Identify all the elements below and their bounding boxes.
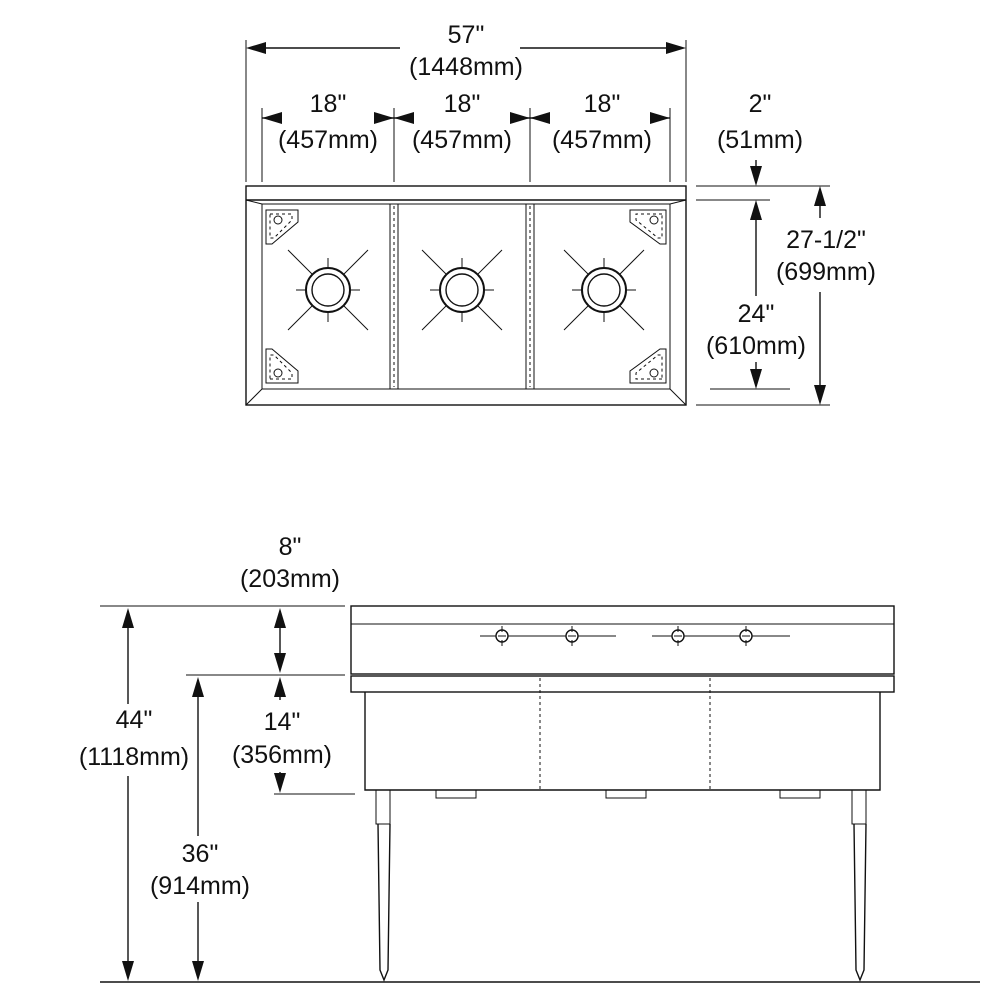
faucet-holes — [480, 625, 790, 647]
bowl-depth-inch-label: 24" — [738, 300, 775, 328]
corner-bracket-bottom-left-icon — [265, 348, 299, 384]
bowl-1-drain-icon — [287, 249, 369, 331]
faucet-hole-4-icon — [739, 625, 753, 647]
elevation-view: 8" (203mm) 14" (356mm) 44" (1118mm) — [79, 533, 980, 983]
elevation-bowl-depth-mm-label: (356mm) — [232, 741, 332, 769]
bowl-2-drain-icon — [421, 249, 503, 331]
corner-bracket-top-right-icon — [629, 209, 667, 245]
bowl-3-width-inch-label: 18" — [584, 90, 621, 118]
overall-height-inch-label: 44" — [116, 706, 153, 734]
rim-height-dimension: 36" (914mm) — [150, 677, 250, 981]
bowl-2-width-inch-label: 18" — [444, 90, 481, 118]
elevation-bowl-depth-inch-label: 14" — [264, 708, 301, 736]
bowl-1-width-inch-label: 18" — [310, 90, 347, 118]
backsplash-depth-mm-label: (51mm) — [717, 126, 803, 154]
overall-depth-mm-label: (699mm) — [776, 258, 876, 286]
faucet-hole-2-icon — [565, 625, 579, 647]
overall-width-inch-label: 57" — [448, 21, 485, 49]
plan-view: 57" (1448mm) 18" (457mm) 18" (457mm) 18"… — [245, 21, 876, 406]
sink-plan-outline — [245, 185, 687, 406]
overall-height-dimension: 44" (1118mm) — [79, 608, 189, 981]
depth-dimensions: 2" (51mm) 24" (610mm) 27-1/2" (699mm) — [696, 90, 876, 406]
overall-depth-inch-label: 27-1/2" — [786, 226, 866, 254]
corner-bracket-bottom-right-icon — [629, 348, 667, 384]
faucet-hole-3-icon — [671, 625, 685, 647]
backsplash-height-dimension: 8" (203mm) — [100, 533, 345, 676]
rim-height-mm-label: (914mm) — [150, 872, 250, 900]
bowl-width-dimensions: 18" (457mm) 18" (457mm) 18" (457mm) — [261, 90, 671, 182]
overall-width-dimension: 57" (1448mm) — [245, 21, 687, 182]
backsplash-height-inch-label: 8" — [279, 533, 302, 561]
sink-elevation-outline — [350, 605, 895, 982]
bowl-depth-elevation-dimension: 14" (356mm) — [232, 677, 355, 795]
corner-bracket-top-left-icon — [265, 209, 299, 245]
overall-height-mm-label: (1118mm) — [79, 743, 189, 771]
bowl-1-width-mm-label: (457mm) — [278, 126, 378, 154]
rim-height-inch-label: 36" — [182, 840, 219, 868]
bowl-3-width-mm-label: (457mm) — [552, 126, 652, 154]
backsplash-height-mm-label: (203mm) — [240, 565, 340, 593]
backsplash-depth-inch-label: 2" — [749, 90, 772, 118]
bowl-2-width-mm-label: (457mm) — [412, 126, 512, 154]
bowl-depth-mm-label: (610mm) — [706, 332, 806, 360]
bowl-3-drain-icon — [563, 249, 645, 331]
overall-width-mm-label: (1448mm) — [409, 53, 523, 81]
faucet-hole-1-icon — [495, 625, 509, 647]
